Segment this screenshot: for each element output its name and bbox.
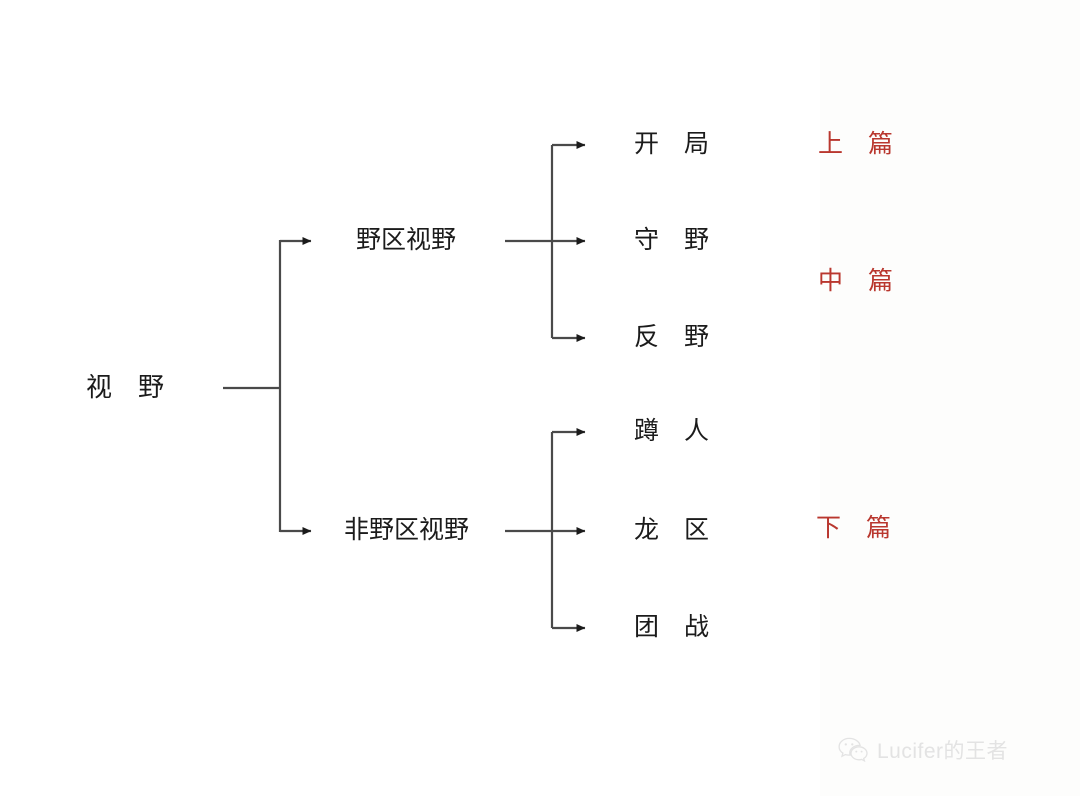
leaf-team-fight[interactable]: 团 战 [634, 614, 710, 641]
leaf-defend-jungle[interactable]: 守 野 [634, 227, 710, 254]
watermark-text: Lucifer的王者 [877, 740, 1009, 763]
leaf-invade-jungle[interactable]: 反 野 [634, 324, 710, 351]
chapter-label-part-two: 中 篇 [818, 268, 894, 295]
leaf-dragon-area[interactable]: 龙 区 [634, 517, 710, 544]
node-wild-area-vision[interactable]: 野区视野 [356, 227, 457, 254]
chapter-label-part-three: 下 篇 [816, 515, 892, 542]
leaf-opening[interactable]: 开 局 [634, 131, 710, 158]
edge-branch-non-wild-area [505, 428, 586, 632]
edge-branch-wild-area [505, 141, 586, 342]
chapter-label-part-one: 上 篇 [818, 131, 894, 158]
wechat-icon [838, 737, 868, 763]
right-panel-background [820, 0, 1080, 796]
node-root-vision[interactable]: 视 野 [86, 373, 165, 402]
watermark: Lucifer的王者 [838, 735, 1008, 765]
node-non-wild-area-vision[interactable]: 非野区视野 [344, 517, 470, 544]
edge-root-trunk [223, 237, 312, 535]
leaf-gank[interactable]: 蹲 人 [634, 418, 710, 445]
